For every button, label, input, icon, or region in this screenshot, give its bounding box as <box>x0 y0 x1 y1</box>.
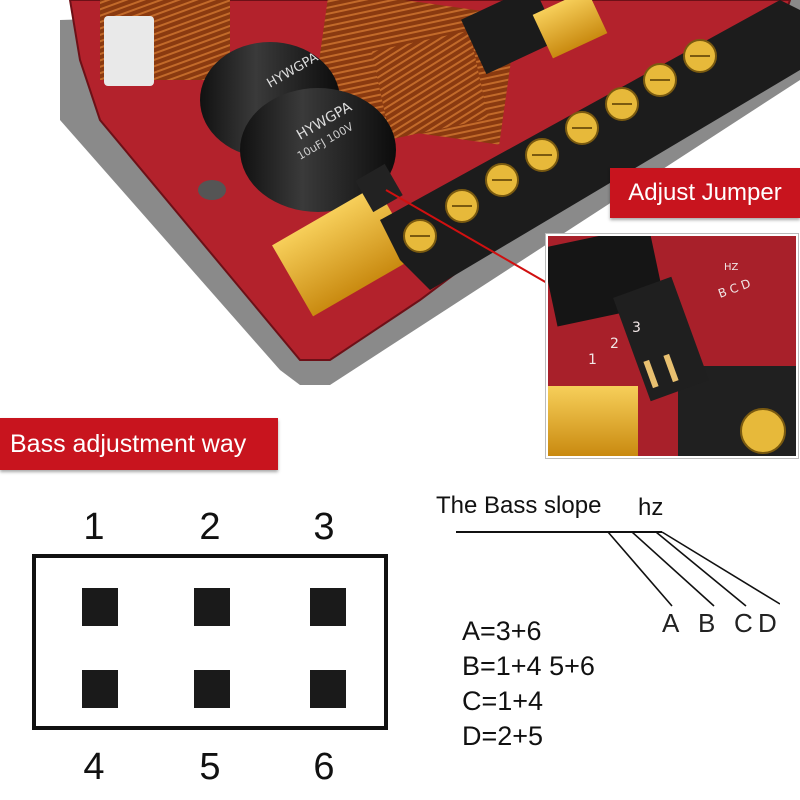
pin-number-4: 4 <box>83 746 105 788</box>
jumper-pin-diagram: 1 2 3 4 5 6 <box>28 498 400 800</box>
bass-adjustment-banner: Bass adjustment way <box>0 418 278 470</box>
pin-number-6: 6 <box>313 746 335 788</box>
jumper-formula-list: A=3+6 B=1+4 5+6 C=1+4 D=2+5 <box>462 614 595 754</box>
slope-letter-d: D <box>758 608 777 638</box>
product-photo: HYWGPA HYWGPA 10uFJ 100V <box>60 0 800 385</box>
inset-pin-1: 1 <box>588 352 597 368</box>
pin-6 <box>310 670 346 708</box>
pin-number-5: 5 <box>199 746 221 788</box>
bass-slope-title: The Bass slope <box>436 492 602 519</box>
jumper-header-outline <box>32 554 388 730</box>
formula-c: C=1+4 <box>462 686 544 716</box>
bass-slope-unit: hz <box>638 494 664 521</box>
crossover-board-illustration: HYWGPA HYWGPA 10uFJ 100V <box>60 0 800 385</box>
pin-number-1: 1 <box>83 506 105 548</box>
pin-5 <box>194 670 230 708</box>
pin-1 <box>82 588 118 626</box>
jumper-header-photo <box>613 276 709 402</box>
adjust-jumper-banner: Adjust Jumper <box>610 168 800 218</box>
slope-branch-lines <box>456 531 780 607</box>
pin-2 <box>194 588 230 626</box>
inset-pin-2: 2 <box>610 336 619 352</box>
pin-number-2: 2 <box>199 506 221 548</box>
formula-d: D=2+5 <box>462 721 544 751</box>
slope-letter-c: C <box>734 608 753 638</box>
formula-a: A=3+6 <box>462 616 542 646</box>
inset-pin-3: 3 <box>632 320 641 336</box>
terminal-block <box>380 0 800 290</box>
formula-b: B=1+4 5+6 <box>462 651 595 681</box>
slope-letter-b: B <box>698 608 716 638</box>
pin-number-3: 3 <box>313 506 335 548</box>
slope-letter-a: A <box>662 608 680 638</box>
jumper-closeup-inset: 1 2 3 HZ B C D <box>546 234 798 458</box>
inset-hz: HZ <box>724 262 739 273</box>
pin-3 <box>310 588 346 626</box>
pin-4 <box>82 670 118 708</box>
